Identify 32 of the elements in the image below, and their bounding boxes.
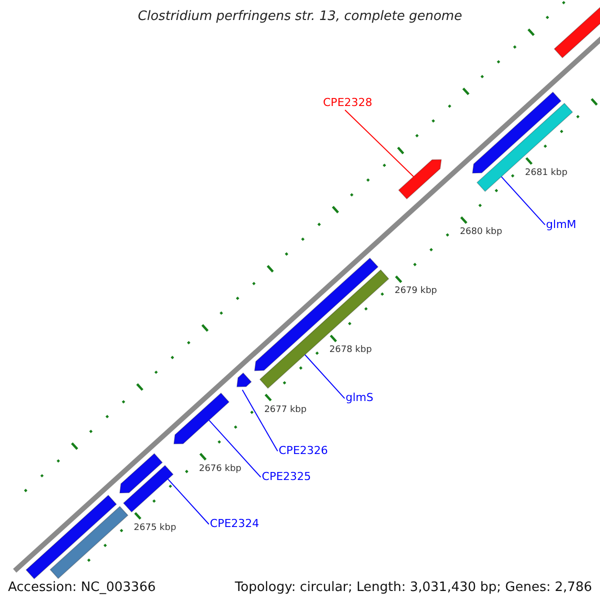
gene-block xyxy=(259,269,390,389)
genome-summary: Topology: circular; Length: 3,031,430 bp; Genes: 2,786 xyxy=(234,580,592,596)
scale-label: 2677 kbp xyxy=(264,404,307,415)
gene-label: CPE2324 xyxy=(210,518,260,530)
scale-label: 2678 kbp xyxy=(329,345,372,356)
gene-block xyxy=(173,392,230,444)
gene-block xyxy=(236,372,252,388)
leader-line xyxy=(167,478,210,525)
leader-line xyxy=(304,354,346,399)
gene-block xyxy=(254,258,379,372)
gene-label: glmS xyxy=(346,392,374,404)
accession-text: Accession: NC_003366 xyxy=(8,580,156,596)
scale-label: 2679 kbp xyxy=(394,286,438,296)
gene-block xyxy=(119,453,163,494)
leader-line xyxy=(242,389,278,452)
scale-label: 2675 kbp xyxy=(134,522,176,533)
gene-block xyxy=(122,464,174,513)
gene-block xyxy=(50,506,128,580)
gene-block xyxy=(26,494,117,580)
gene-label: CPE2328 xyxy=(323,97,372,109)
gene-block xyxy=(476,102,574,192)
gene-label: CPE2326 xyxy=(278,445,328,458)
scale-label: 2680 kbp xyxy=(460,227,502,238)
gene-label: glmM xyxy=(546,218,576,231)
title: Clostridium perfringens str. 13, complete genome xyxy=(138,9,462,24)
gene-block xyxy=(398,159,442,200)
leader-line xyxy=(344,110,414,178)
leader-line xyxy=(208,420,262,478)
gene-label: CPE2325 xyxy=(262,471,312,484)
scale-label: 2681 kbp xyxy=(525,168,568,178)
scale-label: 2676 kbp xyxy=(198,464,242,474)
leader-line xyxy=(500,176,546,226)
